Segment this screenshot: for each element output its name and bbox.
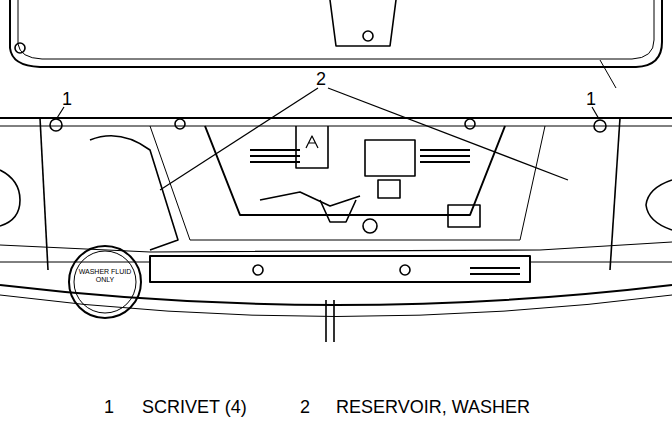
- scrivet: [175, 119, 185, 129]
- connector: [378, 180, 400, 198]
- lamp-left: [0, 170, 20, 226]
- hood-latch-bracket: [330, 0, 396, 46]
- legend-number: 1: [104, 398, 114, 416]
- panel-recess: [150, 126, 545, 240]
- radiator-core: [250, 150, 470, 162]
- leader-line: [57, 107, 64, 118]
- hood-edge: [18, 0, 654, 59]
- leader-line: [328, 88, 568, 180]
- leader-line: [160, 88, 318, 190]
- lamp-right: [646, 180, 672, 230]
- bumper-bar: [150, 256, 530, 282]
- reservoir-body: [90, 136, 178, 250]
- fascia-line: [0, 262, 672, 263]
- latch-release: [320, 200, 356, 222]
- bumper-bolt: [400, 265, 410, 275]
- legend-text: SCRIVET (4): [142, 398, 247, 416]
- panel-lip: [0, 126, 672, 127]
- latch-plate: [296, 126, 328, 168]
- scrivet: [50, 119, 62, 131]
- fascia-top: [0, 242, 672, 252]
- hood-crease: [600, 60, 616, 88]
- horn-bracket: [365, 140, 415, 176]
- bracket: [448, 205, 480, 227]
- latch-cable: [260, 192, 360, 206]
- panel-top-edge: [0, 117, 672, 119]
- latch-mark: [306, 136, 318, 148]
- grille-slot: [470, 268, 520, 274]
- bumper-bolt: [253, 265, 263, 275]
- callout-number: 2: [316, 70, 326, 88]
- legend-number: 2: [300, 398, 310, 416]
- reservoir-cap: [69, 246, 141, 318]
- reservoir-cap-rim: [74, 251, 136, 313]
- license-bracket: [326, 300, 334, 342]
- hood-outline: [10, 0, 662, 67]
- hood-bolt: [15, 43, 25, 53]
- cap-text: WASHER FLUID ONLY: [77, 268, 133, 284]
- leader-line: [592, 107, 599, 119]
- scrivet: [594, 120, 606, 132]
- fascia-lower-edge: [0, 295, 672, 317]
- hood-bolt: [363, 31, 373, 41]
- scrivet: [465, 119, 475, 129]
- callout-number: 1: [586, 90, 596, 108]
- panel-right-side: [610, 118, 620, 270]
- callout-number: 1: [62, 90, 72, 108]
- latch-bolt: [363, 219, 377, 233]
- fascia-bottom: [0, 285, 672, 305]
- legend-text: RESERVOIR, WASHER: [336, 398, 530, 416]
